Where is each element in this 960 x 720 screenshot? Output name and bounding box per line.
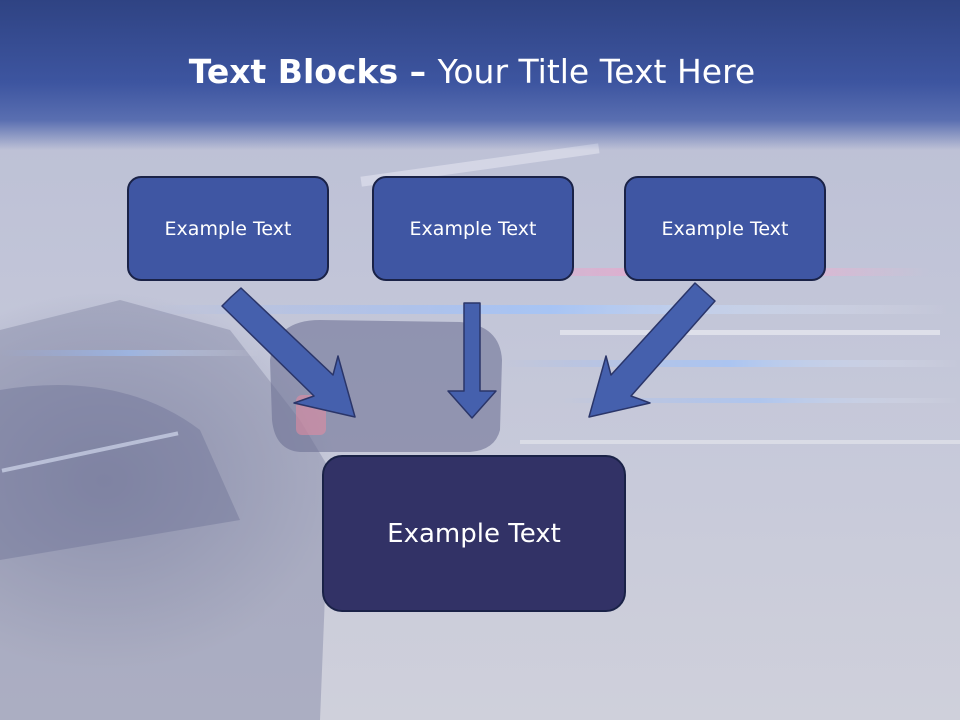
main-text-block[interactable]: Example Text	[322, 455, 626, 612]
text-block-2[interactable]: Example Text	[372, 176, 574, 281]
text-block-1-label: Example Text	[164, 217, 292, 240]
arrow-center-down	[447, 302, 497, 419]
text-block-3[interactable]: Example Text	[624, 176, 826, 281]
header-band	[0, 0, 960, 150]
main-text-block-label: Example Text	[387, 518, 561, 549]
text-block-2-label: Example Text	[409, 217, 537, 240]
title-regular-part: Your Title Text Here	[437, 52, 756, 91]
title-bold-part: Text Blocks	[188, 52, 399, 91]
text-block-1[interactable]: Example Text	[127, 176, 329, 281]
arrow-right-diagonal	[588, 282, 716, 418]
slide-title: Text Blocks – Your Title Text Here	[0, 52, 944, 91]
arrow-left-diagonal	[221, 287, 356, 418]
text-block-3-label: Example Text	[661, 217, 789, 240]
title-dash: –	[398, 52, 438, 91]
